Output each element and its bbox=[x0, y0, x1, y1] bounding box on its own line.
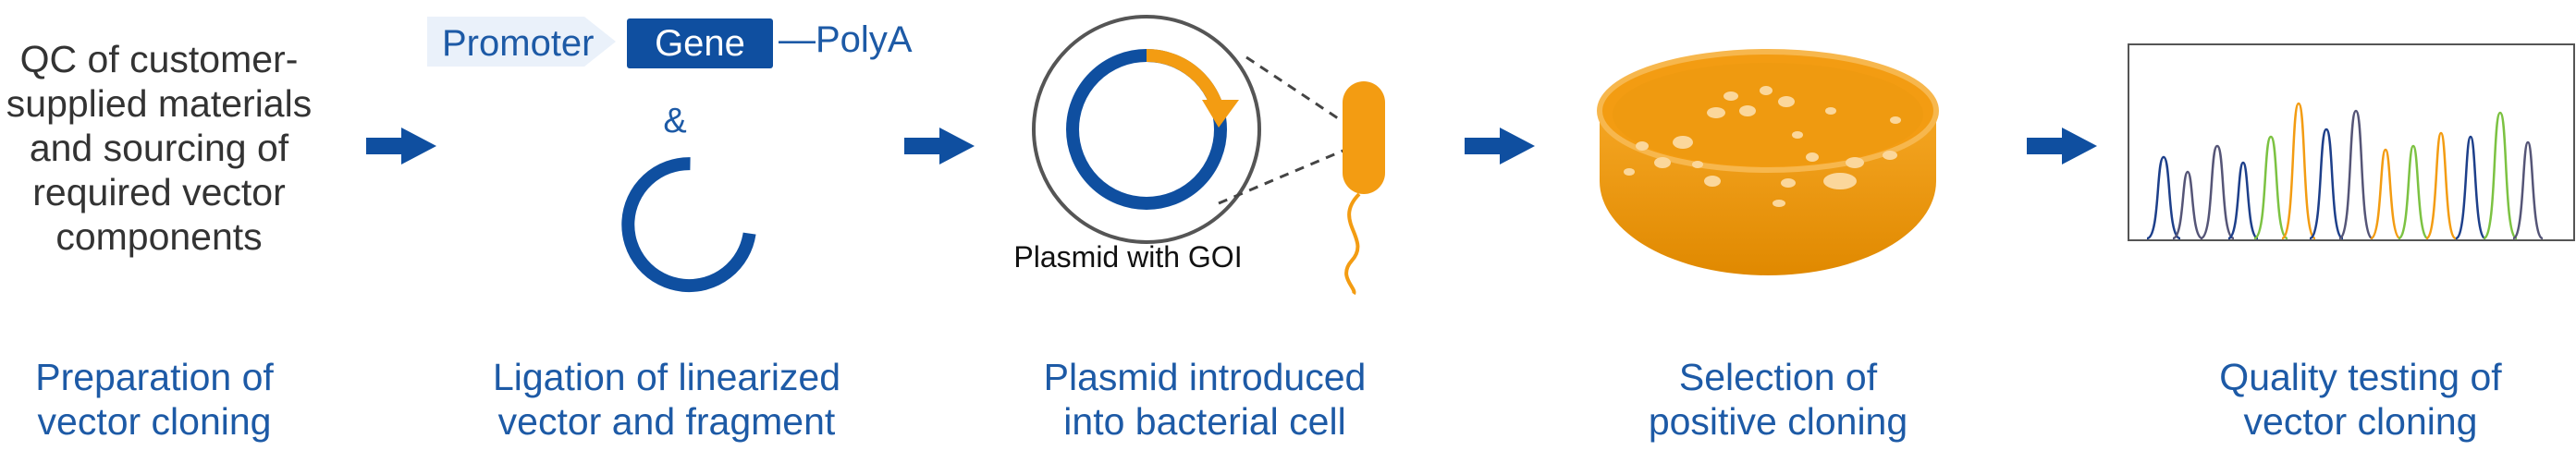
bacterial-colonies bbox=[1624, 86, 1901, 207]
flow-arrow-2 bbox=[904, 128, 975, 164]
promoter-arrow-shape bbox=[427, 17, 584, 67]
flow-arrow-4 bbox=[2027, 128, 2097, 164]
gene-box: Gene bbox=[627, 18, 773, 68]
sequencing-chromatogram-icon bbox=[2128, 43, 2575, 241]
plasmid-icon bbox=[1032, 15, 1261, 244]
linearized-vector-icon bbox=[621, 157, 756, 293]
promoter-label: Promoter bbox=[442, 23, 595, 64]
petri-dish-icon bbox=[1597, 49, 1939, 275]
flow-arrow-3 bbox=[1465, 128, 1535, 164]
plasmid-with-goi-label: Plasmid with GOI bbox=[1013, 240, 1243, 274]
flow-arrow-1 bbox=[366, 128, 436, 164]
bacterium-icon bbox=[1343, 81, 1385, 296]
polya-label: —PolyA bbox=[779, 19, 913, 60]
promoter-arrow-tip bbox=[584, 17, 616, 67]
zoom-line-top bbox=[1245, 55, 1342, 122]
ampersand-label: & bbox=[663, 102, 687, 140]
